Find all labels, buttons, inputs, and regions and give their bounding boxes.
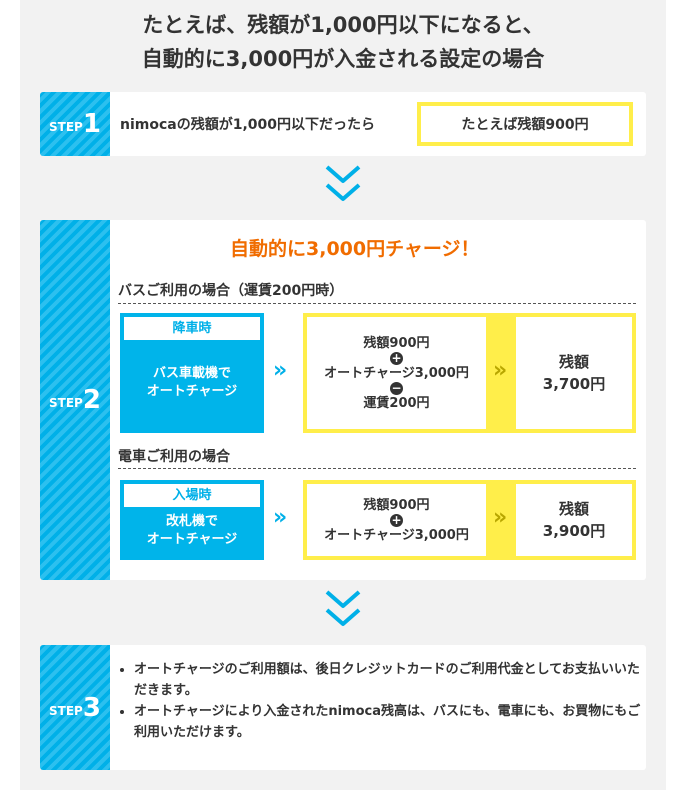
step2-headline: 自動的に3,000円チャージ！ (230, 238, 480, 260)
chevron-down-icon (325, 590, 361, 626)
plus-icon: + (390, 350, 403, 365)
train-card: 入場時改札機でオートチャージ (120, 480, 264, 560)
arrow-right-icon: » (273, 505, 287, 530)
divider (118, 468, 636, 469)
minus-icon: − (390, 380, 403, 395)
arrow-right-icon: » (273, 358, 287, 383)
note: オートチャージのご利用額は、後日クレジットカードのご利用代金としてお支払いいただ… (134, 659, 644, 701)
title-line: 自動的に3,000円が入金される設定の場合 (141, 47, 545, 71)
arrow-right-icon: » (493, 358, 507, 383)
chevron-down-icon (325, 165, 361, 201)
bus-heading: バスご利用の場合（運賃200円時） (118, 283, 344, 299)
bus-card: 降車時バス車載機でオートチャージ (120, 313, 264, 433)
plus-icon: + (390, 512, 403, 527)
bus-tag: 降車時 (124, 317, 260, 340)
page-title: たとえば、残額が1,000円以下になると、自動的に3,000円が入金される設定の… (20, 8, 666, 76)
divider (118, 303, 636, 304)
step1-example: たとえば残額900円 (417, 102, 633, 146)
notes-list: オートチャージのご利用額は、後日クレジットカードのご利用代金としてお支払いいただ… (118, 659, 644, 743)
arrow-right-icon: » (493, 505, 507, 530)
step1-text: nimocaの残額が1,000円以下だったら (120, 117, 376, 133)
train-heading: 電車ご利用の場合 (118, 449, 230, 465)
note: オートチャージにより入金されたnimoca残高は、バスにも、電車にも、お買物にも… (134, 701, 644, 743)
title-line: たとえば、残額が1,000円以下になると、 (142, 13, 544, 37)
train-tag: 入場時 (124, 484, 260, 507)
